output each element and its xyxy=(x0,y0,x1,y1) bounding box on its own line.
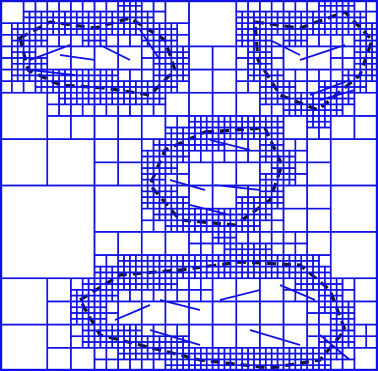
quadtree-figure xyxy=(0,0,378,371)
quadtree-canvas xyxy=(0,0,378,371)
